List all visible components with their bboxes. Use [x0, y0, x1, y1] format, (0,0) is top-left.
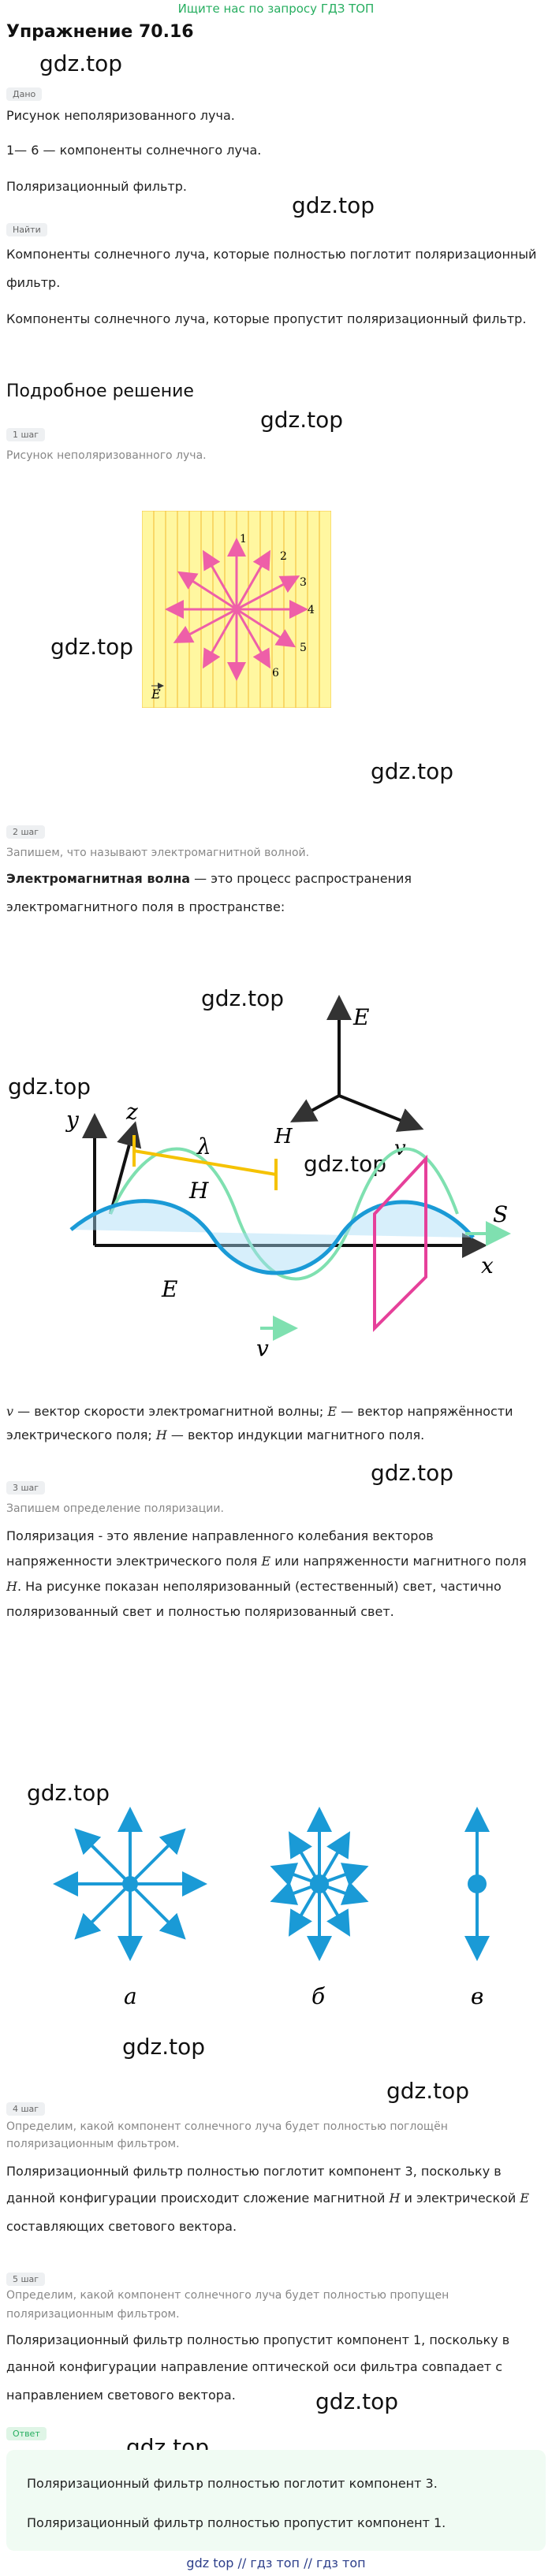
step4-line-3: составляющих светового вектора. — [6, 2219, 237, 2234]
magnetic-symbol: H — [155, 1428, 167, 1442]
step4-note-1: Определим, какой компонент солнечного лу… — [6, 2120, 448, 2133]
answer-line-2: Поляризационный фильтр полностью пропуст… — [27, 2515, 446, 2530]
step2-term: Электромагнитная волна — [6, 871, 191, 886]
step2-text-a: — это процесс распространения — [190, 871, 412, 886]
step4-note-2: поляризационным фильтром. — [6, 2138, 180, 2150]
component-label-5: 5 — [300, 642, 307, 654]
top-banner[interactable]: Ищите нас по запросу ГДЗ ТОП — [177, 2, 375, 16]
component-label-1: 1 — [240, 533, 247, 545]
step5-tag: 5 шаг — [6, 2270, 46, 2286]
polarized-center — [468, 1874, 487, 1893]
step2-caption-2: электрического поля; H — вектор индукции… — [6, 1428, 425, 1442]
step4-tag: 4 шаг — [6, 2100, 46, 2116]
watermark: gdz.top — [371, 758, 454, 784]
step5-line-2: данной конфигурации направление оптическ… — [6, 2359, 503, 2374]
main-v-label: v — [256, 1335, 269, 1361]
component-label-4: 4 — [308, 604, 315, 616]
given-tag: Дано — [6, 85, 43, 101]
wavelength-marker — [133, 1149, 277, 1176]
watermark: gdz.top — [260, 407, 344, 433]
watermark: gdz.top — [39, 50, 123, 76]
answer-line-1: Поляризационный фильтр полностью поглоти… — [27, 2476, 438, 2491]
z-axis-label: z — [125, 1099, 138, 1125]
unpolarized-center — [122, 1876, 138, 1892]
step3-line-4: поляризованный свет и полностью поляризо… — [6, 1604, 394, 1619]
bottom-banner[interactable]: gdz top // гдз топ // гдз топ — [186, 2556, 366, 2570]
small-axes — [289, 995, 424, 1132]
watermark: gdz.top — [27, 1780, 110, 1806]
watermark: gdz.top — [50, 634, 134, 660]
step5-line-3: направлением светового вектора. — [6, 2388, 236, 2403]
step5-line-1: Поляризационный фильтр полностью пропуст… — [6, 2332, 510, 2347]
small-h-label: H — [274, 1125, 293, 1148]
find-line-2: Компоненты солнечного луча, которые проп… — [6, 311, 527, 326]
electric-symbol: E — [327, 1404, 337, 1419]
step4-line-1: Поляризационный фильтр полностью поглоти… — [6, 2164, 502, 2179]
velocity-symbol: v — [6, 1404, 14, 1419]
find-line-1b: фильтр. — [6, 275, 61, 290]
unpolarized-light — [53, 1807, 207, 1961]
watermark: gdz.top — [315, 2388, 399, 2414]
exercise-title: Упражнение 70.16 — [6, 22, 194, 42]
given-line-2: 1— 6 — компоненты солнечного луча. — [6, 143, 262, 158]
step2-definition: Электромагнитная волна — это процесс рас… — [6, 867, 412, 891]
main-h-label: H — [188, 1178, 209, 1204]
magnetic-wave — [69, 1199, 475, 1275]
find-tag: Найти — [6, 221, 47, 236]
watermark: gdz.top — [201, 985, 285, 1011]
solution-title: Подробное решение — [6, 382, 194, 401]
caption-b: б — [311, 1983, 326, 2009]
step2-text-b: электромагнитного поля в пространстве: — [6, 899, 285, 914]
y-axis-label: y — [65, 1107, 80, 1133]
watermark: gdz.top — [371, 1460, 454, 1486]
main-e-label: E — [161, 1276, 177, 1302]
poynting-label: S — [493, 1201, 508, 1227]
component-label-2: 2 — [280, 550, 287, 563]
component-label-6: 6 — [272, 667, 279, 679]
component-label-3: 3 — [300, 576, 307, 589]
polarization-types-figure: а б в — [53, 1807, 490, 2009]
polarizer-frame — [373, 1154, 427, 1332]
step5-note-2: поляризационным фильтром. — [6, 2308, 180, 2321]
step3-line-3: H. На рисунке показан неполяризованный (… — [6, 1579, 502, 1594]
step3-line-1: Поляризация - это явление направленного … — [6, 1528, 434, 1543]
component-vectors — [165, 538, 308, 681]
step3-note: Запишем определение поляризации. — [6, 1502, 224, 1515]
step3-tag: 3 шаг — [6, 1479, 46, 1495]
watermark: gdz.top — [292, 192, 375, 218]
caption-v: в — [471, 1983, 483, 2009]
em-wave-figure: E H v y z x λ H E v S — [65, 995, 511, 1361]
step1-text: Рисунок неполяризованного луча. — [6, 449, 207, 462]
vector-label-e: E — [151, 687, 161, 702]
small-e-label: E — [352, 1004, 369, 1030]
beam-center — [233, 605, 241, 613]
step3-line-2: напряженности электрического поля E или … — [6, 1554, 527, 1569]
given-line-3: Поляризационный фильтр. — [6, 179, 187, 194]
step1-tag: 1 шаг — [6, 426, 46, 441]
step2-note: Запишем, что называют электромагнитной в… — [6, 847, 310, 859]
step2-caption-1: v — вектор скорости электромагнитной вол… — [6, 1404, 513, 1419]
step2-tag: 2 шаг — [6, 823, 46, 839]
wavelength-label: λ — [196, 1134, 211, 1160]
watermark: gdz.top — [8, 1074, 91, 1100]
given-line-1: Рисунок неполяризованного луча. — [6, 108, 235, 123]
answer-box: Поляризационный фильтр полностью поглоти… — [6, 2450, 546, 2551]
answer-tag: Ответ — [6, 2425, 47, 2440]
watermark: gdz.top — [122, 2034, 206, 2060]
step5-note-1: Определим, какой компонент солнечного лу… — [6, 2289, 449, 2302]
x-axis-label: x — [481, 1253, 494, 1279]
watermark: gdz.top — [386, 2078, 470, 2104]
electric-wave — [109, 1147, 459, 1281]
step4-line-2: данной конфигурации происходит сложение … — [6, 2191, 530, 2206]
main-axes — [82, 1113, 487, 1258]
find-line-1: Компоненты солнечного луча, которые полн… — [6, 247, 537, 262]
partial-center — [310, 1874, 329, 1893]
unpolarized-beam-figure: 1 2 3 4 5 6 E — [142, 511, 331, 708]
caption-a: а — [124, 1983, 137, 2009]
